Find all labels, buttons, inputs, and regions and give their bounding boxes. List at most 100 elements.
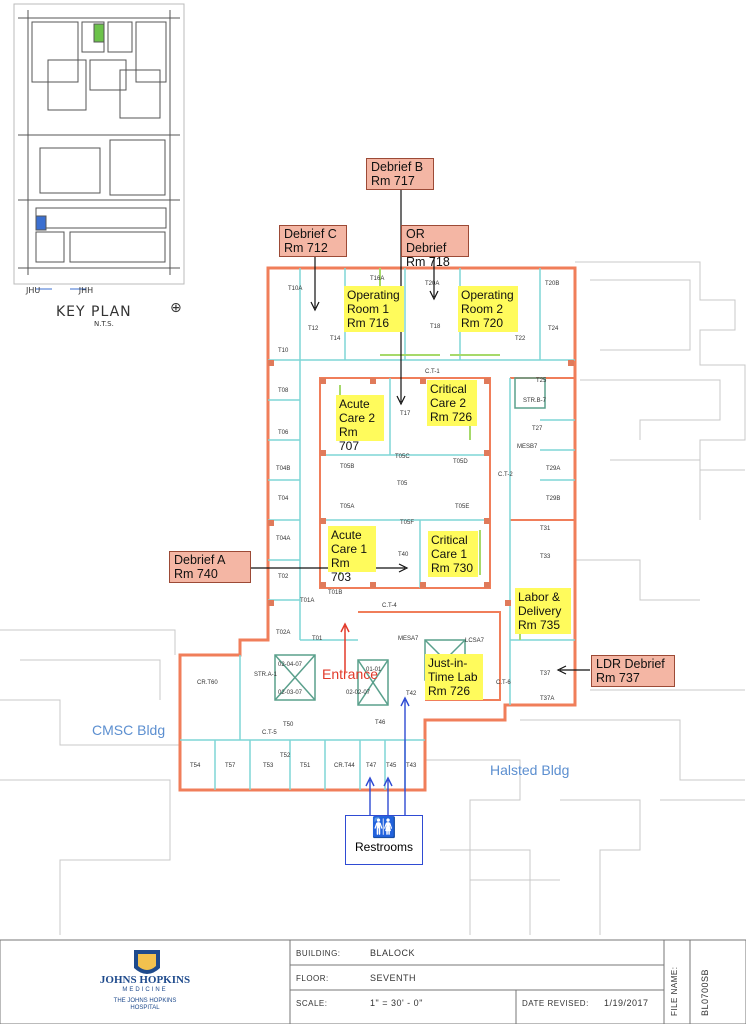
room-number: T51 <box>300 763 311 769</box>
room-number: T25 <box>536 378 547 384</box>
room-number: 01-01 <box>366 667 382 673</box>
room-number-labels: T10A T16A T20A T20B T12 T14 T18 T22 T24 … <box>190 276 560 769</box>
room-number: T06 <box>278 430 289 436</box>
room-number: 02-03-07 <box>278 690 303 696</box>
room-number: T02 <box>278 574 289 580</box>
room-number: T05D <box>453 459 468 465</box>
halsted-building-label: Halsted Bldg <box>490 762 570 778</box>
room-number: T22 <box>515 336 526 342</box>
room-critical-care-2: Critical Care 2 Rm 726 <box>427 380 477 426</box>
room-number: T57 <box>225 763 236 769</box>
room-number: T08 <box>278 388 289 394</box>
room-number: T40 <box>398 552 409 558</box>
room-number: LCSA7 <box>465 638 485 644</box>
date-revised-value: 1/19/2017 <box>604 998 649 1008</box>
room-number: T05B <box>340 464 354 470</box>
room-number: T05A <box>340 504 354 510</box>
room-number: C.T-5 <box>262 730 277 736</box>
restroom-arrows <box>365 696 410 815</box>
callout-debrief-b: Debrief B Rm 717 <box>366 158 434 190</box>
restrooms-label: Restrooms <box>354 840 413 854</box>
scale-label: SCALE: <box>296 999 328 1008</box>
room-number: T29B <box>546 496 560 502</box>
room-number: T47 <box>366 763 377 769</box>
room-number: T04 <box>278 496 289 502</box>
scale-value: 1" = 30' - 0" <box>370 998 423 1008</box>
room-number: T52 <box>280 753 291 759</box>
room-number: T37A <box>540 696 554 702</box>
room-number: T20A <box>425 281 439 287</box>
room-just-in-time-lab: Just-in- Time Lab Rm 726 <box>425 654 483 700</box>
building-value: BLALOCK <box>370 948 416 958</box>
cmsc-building-label: CMSC Bldg <box>92 722 166 738</box>
room-number: T12 <box>308 326 319 332</box>
room-number: MESB7 <box>517 444 538 450</box>
room-number: T05F <box>400 520 414 526</box>
room-number: CR.T44 <box>334 763 355 769</box>
room-number: MESA7 <box>398 636 419 642</box>
room-number: T17 <box>400 411 411 417</box>
entrance-arrow <box>340 622 350 672</box>
room-number: T27 <box>532 426 543 432</box>
room-number: 02-04-07 <box>278 662 303 668</box>
room-number: T01 <box>312 636 323 642</box>
room-number: CR.T60 <box>197 680 218 686</box>
entrance-label: Entrance <box>322 666 379 682</box>
callout-debrief-c: Debrief C Rm 712 <box>279 225 347 257</box>
org-name: JOHNS HOPKINS <box>99 974 191 986</box>
room-number: T18 <box>430 324 441 330</box>
room-number: C.T-2 <box>498 472 513 478</box>
room-number: T43 <box>406 763 417 769</box>
room-labor-delivery: Labor & Delivery Rm 735 <box>515 588 571 634</box>
title-block: JOHNS HOPKINS MEDICINE THE JOHNS HOPKINS… <box>0 940 746 1024</box>
file-name-label: FILE NAME: <box>670 966 679 1016</box>
room-number: T46 <box>375 720 386 726</box>
room-number: T05E <box>455 504 469 510</box>
interior-walls <box>180 268 575 790</box>
room-number: C.T-1 <box>425 369 440 375</box>
room-number: T05C <box>395 454 410 460</box>
room-number: T45 <box>386 763 397 769</box>
room-number: T33 <box>540 554 551 560</box>
room-number: T16A <box>370 276 384 282</box>
key-plan-title: KEY PLAN <box>56 304 132 320</box>
room-number: STR.A-1 <box>254 672 278 678</box>
room-critical-care-1: Critical Care 1 Rm 730 <box>428 531 478 577</box>
room-number: T02A <box>276 630 290 636</box>
room-number: T14 <box>330 336 341 342</box>
room-number: T10A <box>288 286 302 292</box>
room-number: T01A <box>300 598 314 604</box>
room-number: STR.B-7 <box>523 398 547 404</box>
north-arrow-icon: ⊕ <box>170 300 182 316</box>
callout-or-debrief: OR Debrief Rm 718 <box>401 225 469 269</box>
room-number: T24 <box>548 326 559 332</box>
key-plan-map <box>13 3 185 290</box>
room-number: 02-02-07 <box>346 690 371 696</box>
room-operating-room-2: Operating Room 2 Rm 720 <box>458 286 518 332</box>
room-number: T42 <box>406 691 417 697</box>
building-label: BUILDING: <box>296 949 341 958</box>
room-number: T53 <box>263 763 274 769</box>
org-hospital-line1: THE JOHNS HOPKINS <box>113 998 177 1004</box>
room-number: T31 <box>540 526 551 532</box>
callout-debrief-a: Debrief A Rm 740 <box>169 551 251 583</box>
room-number: T37 <box>540 671 551 677</box>
room-number: T04B <box>276 466 290 472</box>
room-number: T50 <box>283 722 294 728</box>
room-acute-care-1: Acute Care 1 Rm 703 <box>328 526 376 584</box>
room-acute-care-2: Acute Care 2 Rm 707 <box>336 395 384 453</box>
room-number: T10 <box>278 348 289 354</box>
key-plan-legend: JHU JHH <box>26 286 93 295</box>
room-number: T04A <box>276 536 290 542</box>
key-plan-scale: N.T.S. <box>94 320 114 328</box>
room-number: C.T-6 <box>496 680 511 686</box>
room-number: T05 <box>397 481 408 487</box>
floor-value: SEVENTH <box>370 973 417 983</box>
date-revised-label: DATE REVISED: <box>522 999 589 1008</box>
room-operating-room-1: Operating Room 1 Rm 716 <box>344 286 404 332</box>
restrooms-box: 🚻 Restrooms <box>345 815 423 865</box>
room-number: C.T-4 <box>382 603 397 609</box>
restroom-icon: 🚻 <box>371 817 397 839</box>
structural-columns <box>268 360 574 606</box>
